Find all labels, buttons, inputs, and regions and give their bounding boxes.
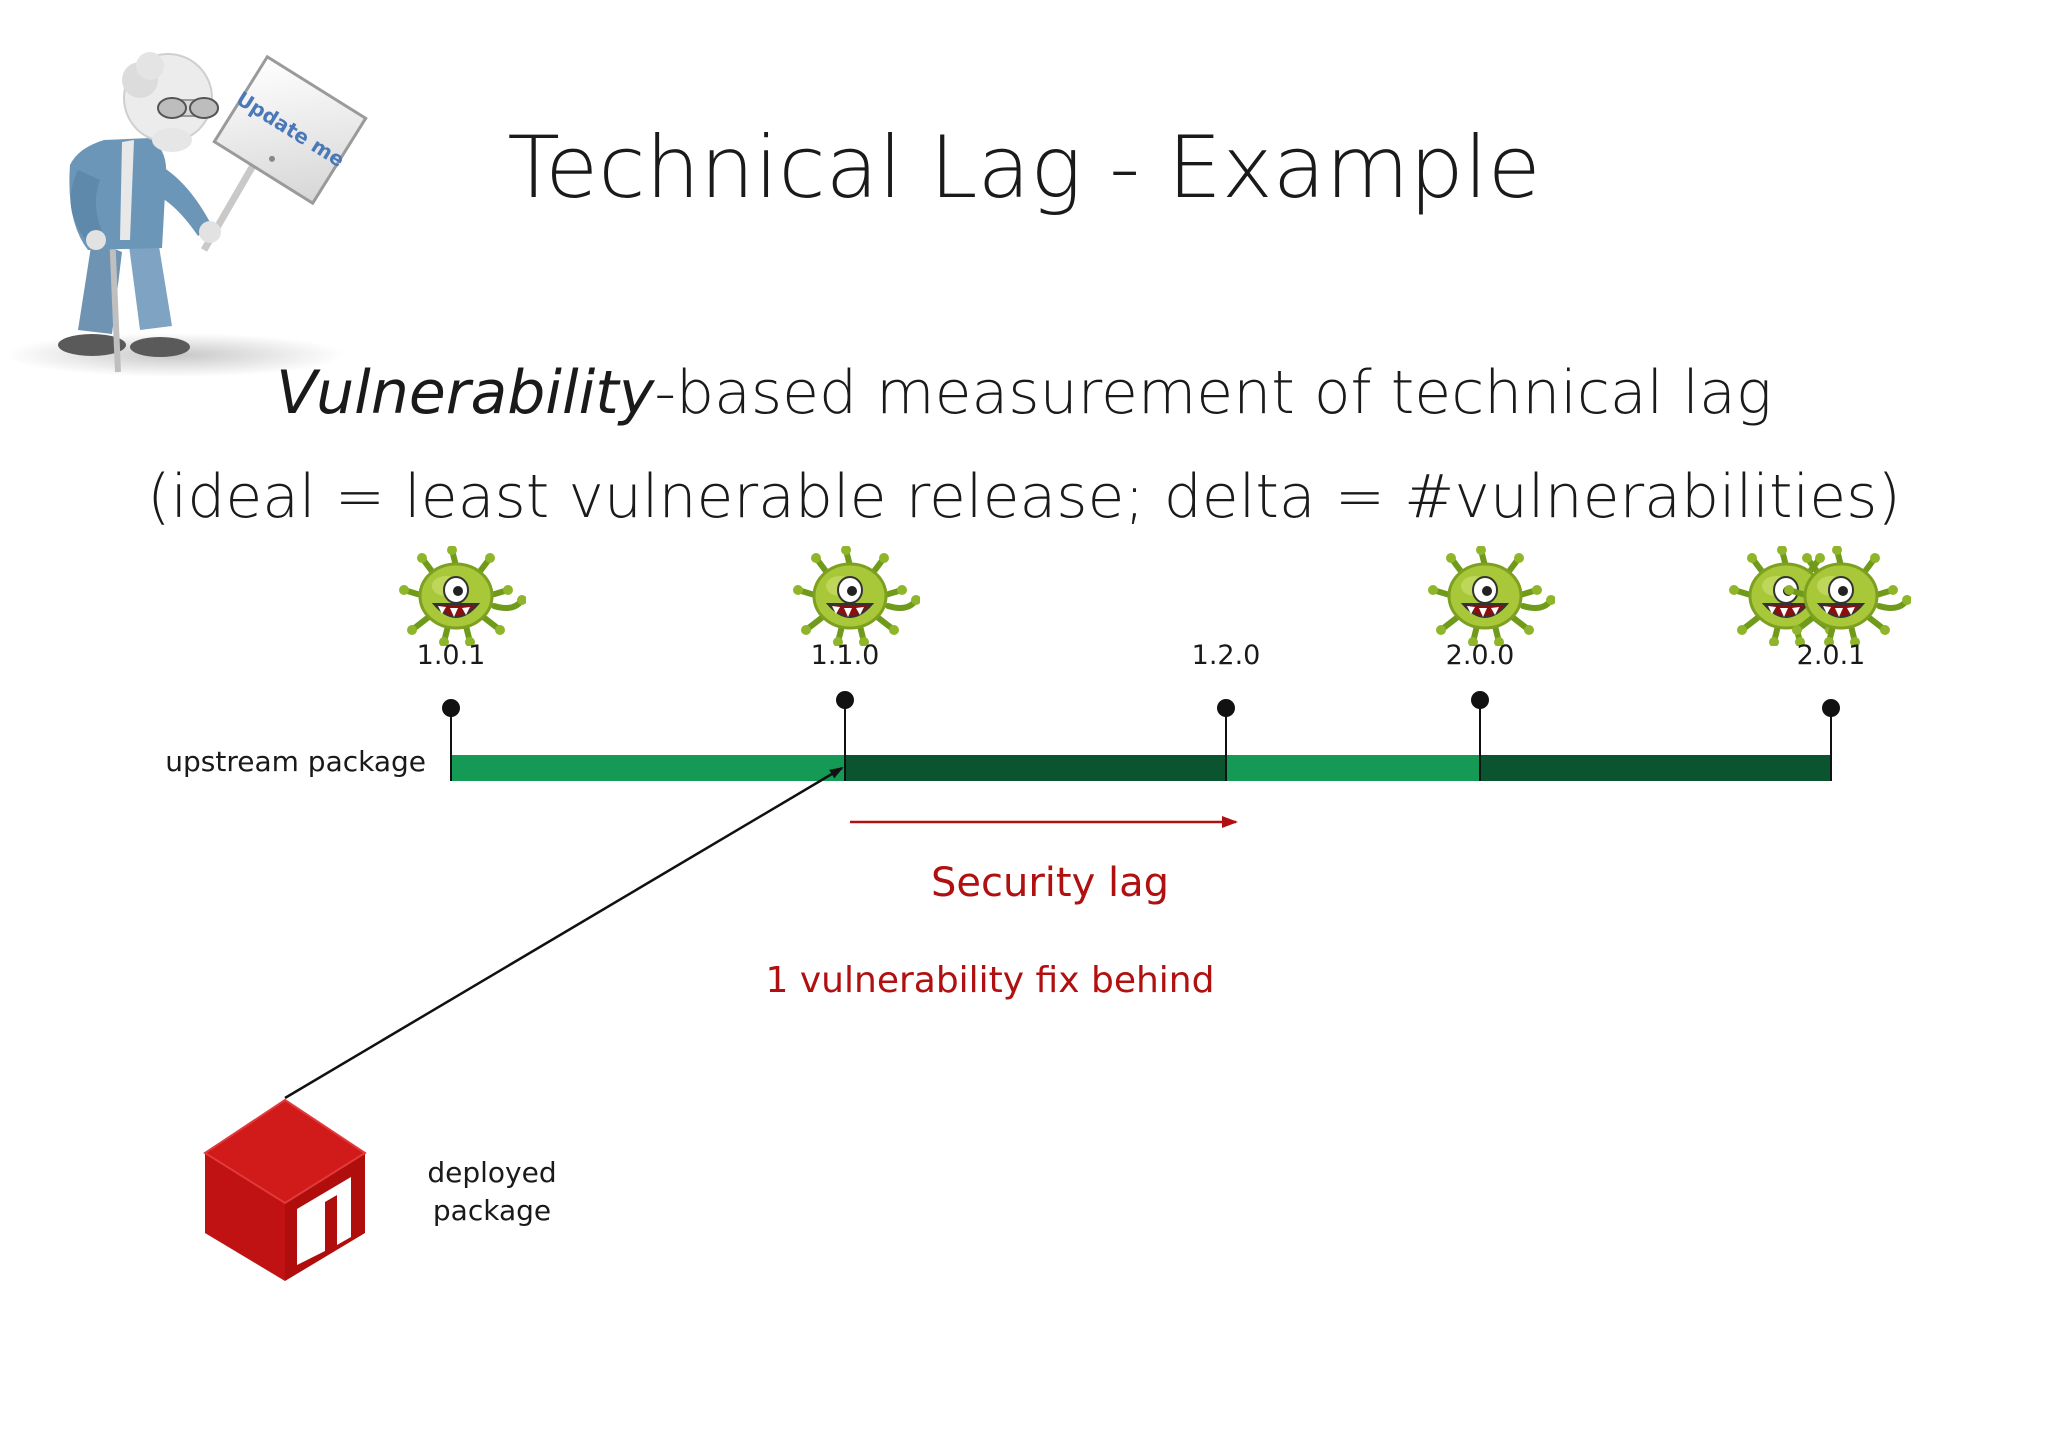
virus-icon xyxy=(1784,545,1912,647)
version-label-2.0.1: 2.0.1 xyxy=(1796,640,1866,671)
version-label-1.0.1: 1.0.1 xyxy=(416,640,486,671)
upstream-package-label: upstream package xyxy=(165,745,426,778)
version-label-1.1.0: 1.1.0 xyxy=(810,640,880,671)
npm-package-icon xyxy=(203,1098,367,1281)
subtitle: Vulnerability-based measurement of techn… xyxy=(0,358,2048,428)
security-lag-label: Security lag xyxy=(931,860,1169,906)
deployed-pointer-arrow xyxy=(284,766,844,1100)
virus-icon xyxy=(1428,545,1556,647)
virus-icon xyxy=(793,545,921,647)
segment-2.0.0-2.0.1 xyxy=(1480,755,1831,781)
subtitle-rest: -based measurement of technical lag xyxy=(654,358,1772,428)
segment-1.1.0-1.2.0 xyxy=(845,755,1226,781)
version-label-2.0.0: 2.0.0 xyxy=(1445,640,1515,671)
version-label-1.2.0: 1.2.0 xyxy=(1191,640,1261,671)
release-dot-1.2.0 xyxy=(1217,699,1235,717)
release-dot-2.0.0 xyxy=(1471,691,1489,709)
upstream-timeline-bar xyxy=(451,755,1831,781)
definition-text: (ideal = least vulnerable release; delta… xyxy=(147,462,1901,532)
fix-behind-label: 1 vulnerability fix behind xyxy=(765,960,1215,1001)
deployed-package-label: deployed package xyxy=(392,1154,592,1230)
page-title: Technical Lag - Example xyxy=(507,118,1541,218)
deployed-label-line1: deployed xyxy=(427,1156,557,1189)
segment-1.2.0-2.0.0 xyxy=(1226,755,1480,781)
release-dot-1.0.1 xyxy=(442,699,460,717)
segment-1.0.1-1.1.0 xyxy=(451,755,845,781)
release-dot-2.0.1 xyxy=(1822,699,1840,717)
subtitle-emphasis: Vulnerability xyxy=(276,358,655,428)
release-markers xyxy=(442,691,1840,781)
virus-icons xyxy=(399,545,1912,647)
deployed-label-line2: package xyxy=(432,1194,552,1227)
old-man-icon: Update me xyxy=(5,52,368,377)
virus-icon xyxy=(399,545,527,647)
release-dot-1.1.0 xyxy=(836,691,854,709)
